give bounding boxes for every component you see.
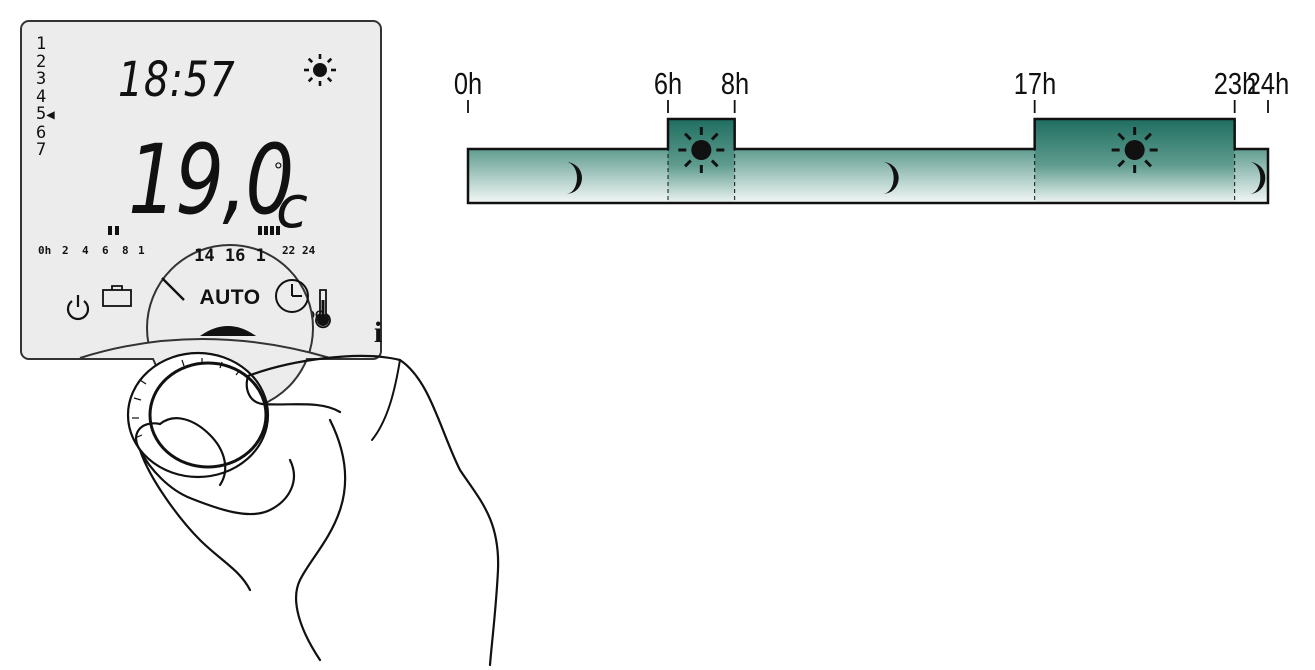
power-icon xyxy=(66,295,90,321)
schedule-hour-label: 17h xyxy=(1013,66,1056,101)
schedule-hour-label: 8h xyxy=(720,66,749,101)
day-number: 2 xyxy=(36,51,47,72)
sun-icon xyxy=(1111,127,1158,173)
dial-knob xyxy=(79,338,500,667)
hour-label: 6 xyxy=(102,244,109,257)
day-number: 6 xyxy=(36,122,47,143)
schedule-hour-label: 24h xyxy=(1246,66,1290,101)
day-number-selected: 5◀ xyxy=(36,104,55,124)
clock-icon xyxy=(275,279,309,313)
hour-label: 24 xyxy=(302,244,316,257)
program-bars xyxy=(108,226,280,235)
schedule-hour-label: 6h xyxy=(653,66,683,101)
clock-display: 18:57 xyxy=(118,52,236,108)
moon-icon xyxy=(566,162,582,194)
hour-label: 1 xyxy=(255,246,266,266)
moon-icon xyxy=(882,162,899,194)
reduced-period-bar xyxy=(734,149,1035,203)
sun-icon xyxy=(678,127,725,173)
day-number: 7 xyxy=(36,140,47,160)
info-icon: i xyxy=(374,316,383,349)
day-selector: 1 2 3 4 5◀ 6 7 xyxy=(36,34,58,160)
hour-label: 14 xyxy=(194,246,215,266)
hour-label: 2 xyxy=(62,244,69,257)
hour-label: 22 xyxy=(282,244,296,257)
schedule-hour-label: 0h xyxy=(453,66,483,101)
hour-scale: 0h 2 4 6 8 1 22 24 xyxy=(38,244,328,264)
mode-pointer-icon xyxy=(200,326,256,336)
reduced-period-bar xyxy=(468,149,668,203)
temperature-unit: c xyxy=(276,173,308,241)
schedule-hour-label: 23h xyxy=(1213,66,1256,101)
hour-label: 1 xyxy=(138,244,145,257)
degree-symbol: ° xyxy=(274,158,283,183)
sun-icon xyxy=(304,54,336,86)
hour-label: 16 xyxy=(224,246,246,266)
thermometer-icon xyxy=(315,289,331,329)
moon-icon xyxy=(1249,162,1266,194)
holiday-pointer-icon xyxy=(161,277,185,301)
day-number: 1 xyxy=(36,34,47,54)
suitcase-icon xyxy=(102,285,132,307)
hour-label: 0h xyxy=(38,244,52,257)
day-number: 4 xyxy=(36,86,47,107)
hand xyxy=(135,354,500,667)
hour-label: 4 xyxy=(82,244,89,257)
temperature-display: 19,0 xyxy=(128,124,294,236)
selected-day-marker: ◀ xyxy=(46,107,55,123)
auto-mode-label: AUTO xyxy=(199,286,261,309)
day-number: 3 xyxy=(36,69,47,89)
hour-label: 8 xyxy=(122,244,129,257)
